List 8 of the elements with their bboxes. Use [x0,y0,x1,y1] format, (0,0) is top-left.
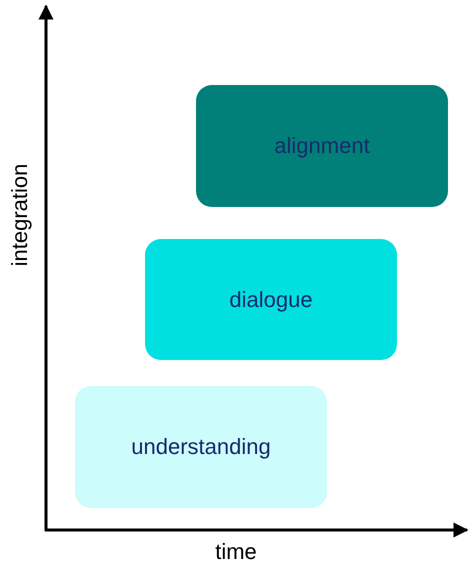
stage-box [75,386,327,508]
x-axis-label: time [215,539,257,565]
y-axis-label: integration [7,164,33,266]
stage-label: dialogue [229,286,313,312]
stage-label: understanding [131,434,271,460]
stage-box [196,85,448,207]
stage-label: alignment [274,133,370,159]
stage-box [145,239,397,360]
